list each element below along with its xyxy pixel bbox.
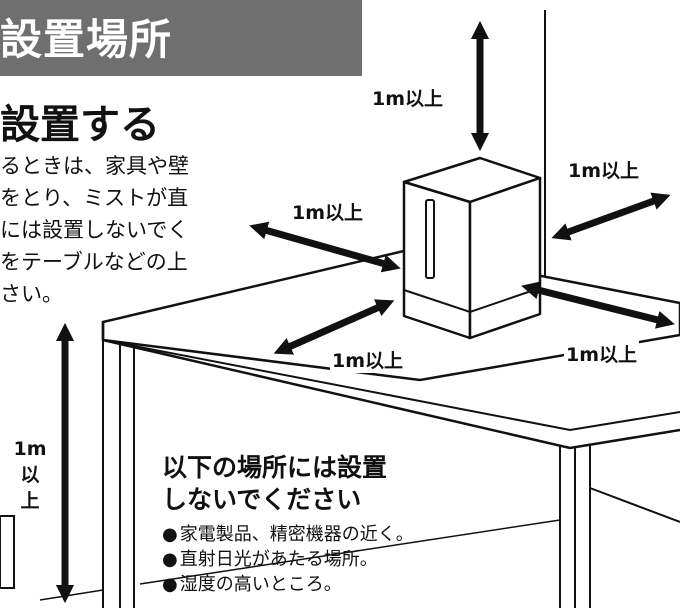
clearance-label-floor-line2: 以上 xyxy=(20,464,40,512)
intro-line: さい。 xyxy=(0,282,63,306)
clearance-label-top: 1m以上 xyxy=(370,84,446,111)
notice-item: ●直射日光があたる場所。 xyxy=(162,549,378,570)
clearance-label-front-left: 1m以上 xyxy=(330,346,406,373)
notice-list: ●家電製品、精密機器の近く。 ●直射日光があたる場所。 ●湿度の高いところ。 xyxy=(162,522,492,597)
notice-item: ●家電製品、精密機器の近く。 xyxy=(162,524,414,545)
clearance-label-front-right: 1m以上 xyxy=(564,340,640,367)
section-banner: 設置場所 xyxy=(0,0,362,76)
intro-line: をとり、ミストが直 xyxy=(0,186,189,210)
table-leg-left xyxy=(102,340,135,608)
bullet-icon: ● xyxy=(162,524,178,545)
intro-line: には設置しないでく xyxy=(0,218,189,242)
intro-line: をテーブルなどの上 xyxy=(0,250,188,274)
humidifier-icon xyxy=(402,156,542,340)
floor-line xyxy=(139,519,561,585)
arrow-front-right xyxy=(521,281,675,329)
section-title: 設置場所 xyxy=(0,15,173,64)
side-panel xyxy=(0,515,15,589)
clearance-label-right-upper: 1m以上 xyxy=(566,156,642,183)
subheading: 設置する xyxy=(0,102,160,148)
intro-paragraph: るときは、家具や壁 をとり、ミストが直 には設置しないでく をテーブルなどの上 … xyxy=(0,150,232,310)
do-not-install-notice: 以下の場所には設置 しないでください ●家電製品、精密機器の近く。 ●直射日光が… xyxy=(162,452,492,597)
arrow-front-left xyxy=(273,299,395,355)
table-leg-right xyxy=(559,445,591,608)
notice-title-line1: 以下の場所には設置 xyxy=(162,452,388,484)
bullet-icon: ● xyxy=(162,549,178,570)
bullet-icon: ● xyxy=(162,574,178,595)
table-stretcher xyxy=(589,487,680,523)
arrow-left-upper xyxy=(249,221,401,273)
intro-line: るときは、家具や壁 xyxy=(0,154,189,178)
arrow-right-upper xyxy=(551,192,671,241)
notice-title-line2: しないでください xyxy=(162,484,362,516)
notice-item: ●湿度の高いところ。 xyxy=(162,574,342,595)
clearance-label-left-upper: 1m以上 xyxy=(290,198,366,225)
table-front-edge xyxy=(102,338,680,450)
clearance-label-floor-line1: 1m xyxy=(13,438,47,460)
clearance-label-floor: 1m 以上 xyxy=(12,436,48,514)
